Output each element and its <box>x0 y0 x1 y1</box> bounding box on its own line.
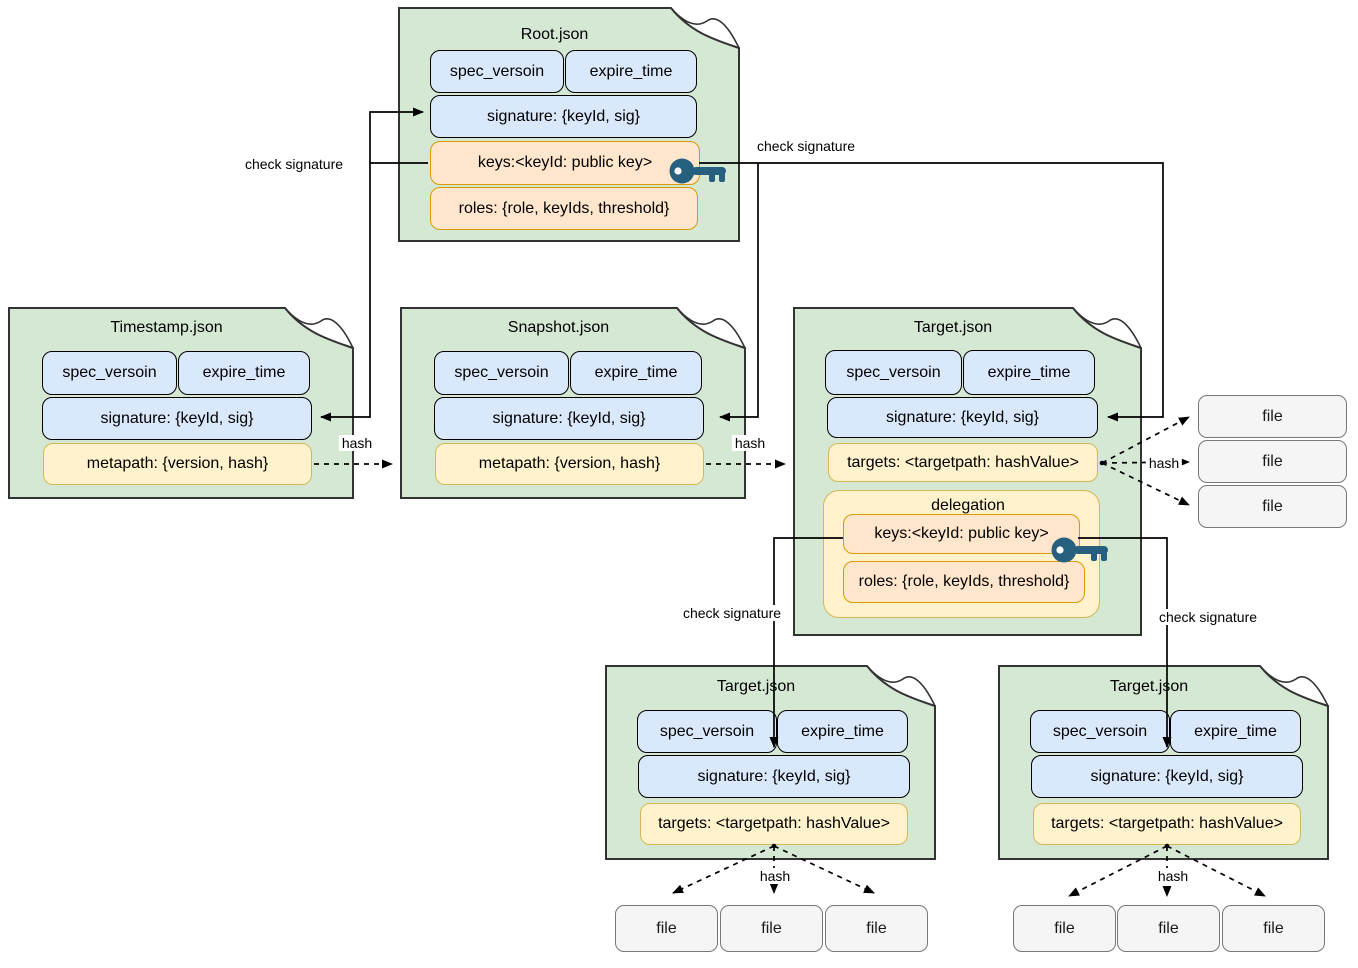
file-node: file <box>1117 905 1220 952</box>
delegate-right-signature-field: signature: {keyId, sig} <box>1031 755 1303 798</box>
doc-timestamp-json: Timestamp.json spec_versoin expire_time … <box>8 307 355 500</box>
file-node: file <box>615 905 718 952</box>
doc-target-delegate-left: Target.json spec_versoin expire_time sig… <box>605 665 937 861</box>
public-key-icon <box>1051 537 1108 563</box>
target-targets-field: targets: <targetpath: hashValue> <box>828 443 1098 482</box>
doc-root-json: Root.json spec_versoin expire_time signa… <box>398 7 741 243</box>
doc-title: Target.json <box>716 678 796 695</box>
file-node: file <box>1198 395 1347 438</box>
delegation-roles-field: roles: {role, keyIds, threshold} <box>843 561 1085 603</box>
timestamp-expire-time-field: expire_time <box>178 351 310 395</box>
root-keys-field: keys:<keyId: public key> <box>430 141 700 185</box>
file-node: file <box>1013 905 1116 952</box>
delegate-right-targets-field: targets: <targetpath: hashValue> <box>1033 803 1301 845</box>
delegate-right-expire-time-field: expire_time <box>1170 710 1301 753</box>
file-node: file <box>1222 905 1325 952</box>
doc-title: Target.json <box>1109 678 1189 695</box>
root-roles-field: roles: {role, keyIds, threshold} <box>430 187 698 230</box>
doc-title: Snapshot.json <box>507 319 610 336</box>
delegation-keys-field: keys:<keyId: public key> <box>843 514 1080 554</box>
public-key-icon <box>669 158 726 184</box>
file-node: file <box>825 905 928 952</box>
delegate-left-spec-version-field: spec_versoin <box>637 710 777 753</box>
root-expire-time-field: expire_time <box>565 50 697 93</box>
timestamp-metapath-field: metapath: {version, hash} <box>43 443 312 485</box>
edge-label-check-signature: check signature <box>241 156 347 172</box>
root-signature-field: signature: {keyId, sig} <box>430 95 697 138</box>
target-spec-version-field: spec_versoin <box>825 350 962 395</box>
target-signature-field: signature: {keyId, sig} <box>827 397 1098 438</box>
edge-label-hash: hash <box>756 868 794 884</box>
delegation-title: delegation <box>931 497 1005 514</box>
doc-target-delegate-right: Target.json spec_versoin expire_time sig… <box>998 665 1330 861</box>
doc-title: Root.json <box>520 26 589 43</box>
edge-label-check-signature: check signature <box>679 605 785 621</box>
target-expire-time-field: expire_time <box>963 350 1095 395</box>
file-node: file <box>1198 440 1347 483</box>
snapshot-spec-version-field: spec_versoin <box>434 351 569 395</box>
doc-snapshot-json: Snapshot.json spec_versoin expire_time s… <box>400 307 747 500</box>
doc-target-json: Target.json spec_versoin expire_time sig… <box>793 307 1143 637</box>
edge-label-check-signature: check signature <box>1155 609 1261 625</box>
delegate-right-spec-version-field: spec_versoin <box>1030 710 1170 753</box>
edge-label-hash: hash <box>1154 868 1192 884</box>
snapshot-signature-field: signature: {keyId, sig} <box>434 397 704 440</box>
file-node: file <box>1198 485 1347 528</box>
file-node: file <box>720 905 823 952</box>
root-spec-version-field: spec_versoin <box>430 50 564 93</box>
snapshot-expire-time-field: expire_time <box>570 351 702 395</box>
edge-label-hash: hash <box>731 435 769 451</box>
delegate-left-targets-field: targets: <targetpath: hashValue> <box>640 803 908 845</box>
timestamp-spec-version-field: spec_versoin <box>42 351 177 395</box>
edge-label-hash: hash <box>1145 455 1183 471</box>
delegate-left-expire-time-field: expire_time <box>777 710 908 753</box>
edge-label-hash: hash <box>338 435 376 451</box>
doc-title: Target.json <box>913 319 993 336</box>
doc-title: Timestamp.json <box>110 319 223 336</box>
timestamp-signature-field: signature: {keyId, sig} <box>42 397 312 440</box>
edge-label-check-signature: check signature <box>753 138 859 154</box>
snapshot-metapath-field: metapath: {version, hash} <box>435 443 704 485</box>
delegate-left-signature-field: signature: {keyId, sig} <box>638 755 910 798</box>
